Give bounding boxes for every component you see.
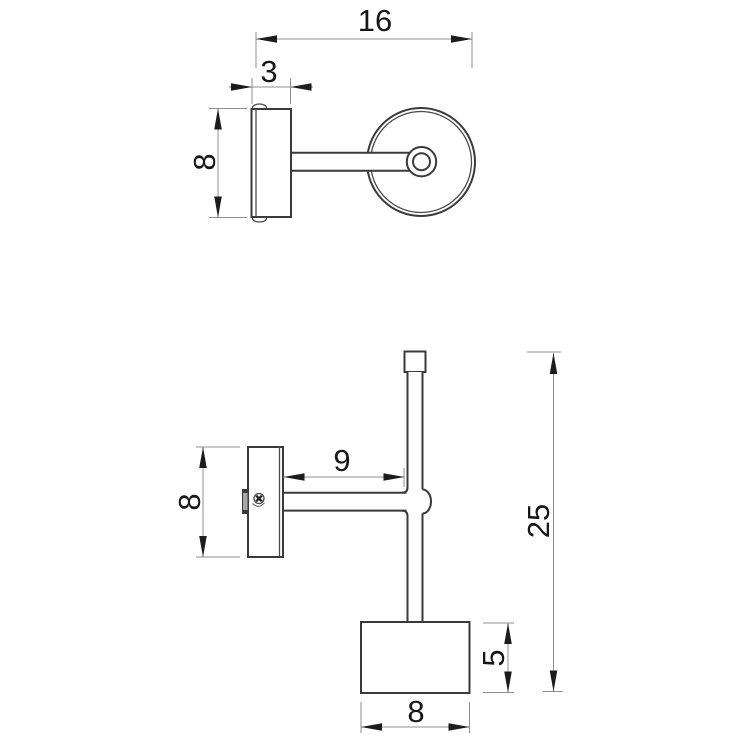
dim-5-arrow-up: [504, 623, 512, 644]
backplate-side-view: [247, 446, 284, 558]
dim-backplate-depth: 3: [229, 54, 313, 104]
wall-mount-tab: [242, 489, 249, 514]
dim-25-arrow-down: [549, 670, 558, 692]
dim-16-arrow-right: [451, 35, 472, 43]
dim-backplate-height: 8: [172, 446, 240, 558]
dim-8side-arrow-up: [199, 447, 207, 468]
dim-8side-label: 8: [172, 493, 207, 510]
dim-9-arrow-left: [283, 473, 305, 481]
ball-joint: [422, 488, 432, 515]
dim-5-arrow-down: [504, 671, 512, 693]
dim-shade-diameter: 8: [360, 694, 470, 733]
dim-8bot-arrow-right: [448, 723, 470, 731]
top-view: 16 3 8: [187, 3, 476, 223]
dim-backplate-width: 8: [187, 108, 247, 218]
dim-8top-arrow-down: [214, 196, 222, 218]
dim-9-label: 9: [333, 443, 350, 478]
dim-16-label: 16: [358, 3, 392, 38]
dim-overall-height: 25: [521, 351, 563, 692]
dim-3-arrow-right: [290, 83, 312, 91]
dim-3-arrow-left: [231, 83, 252, 91]
dim-25-arrow-up: [549, 353, 558, 374]
hub-inner: [412, 152, 431, 172]
dim-3-label: 3: [260, 54, 277, 89]
dim-shade-height: 5: [476, 622, 514, 693]
stem-fill: [408, 372, 422, 622]
dim-25-label: 25: [521, 504, 556, 538]
dim-8side-arrow-down: [199, 536, 207, 557]
wall-mount-tab-cap-bottom: [242, 510, 248, 514]
dim-overall-depth: 16: [255, 3, 473, 68]
dim-5-label: 5: [476, 649, 511, 666]
backplate-top-view: [250, 108, 292, 218]
arm-top-fill: [288, 153, 414, 170]
dim-8bot-label: 8: [407, 694, 424, 729]
shade-cylinder: [360, 621, 471, 694]
dim-16-arrow-left: [256, 35, 277, 43]
wall-mount-tab-cap-top: [242, 489, 248, 493]
stem-cap: [403, 350, 427, 373]
dim-8bot-arrow-left: [361, 723, 382, 731]
screw-cross-stroke-2: [255, 494, 263, 503]
side-view: 9 8 25 5: [172, 350, 563, 733]
arm-side-fill: [284, 493, 407, 510]
dim-9-arrow-right: [383, 473, 405, 481]
screw-washer-arc: [252, 502, 265, 507]
dim-arm-length: 9: [283, 443, 405, 487]
dim-8top-arrow-up: [214, 108, 222, 130]
dim-8top-label: 8: [187, 153, 222, 170]
